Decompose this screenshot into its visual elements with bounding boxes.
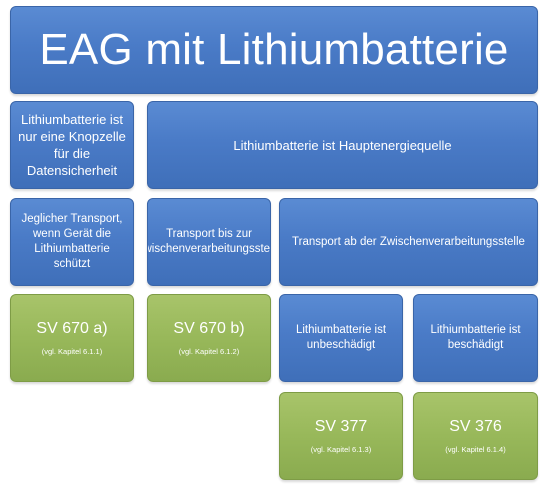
- result-sv670b-label: SV 670 b): [173, 320, 245, 337]
- result-sv376-ref: (vgl. Kapitel 6.1.4): [445, 445, 506, 454]
- result-sv376: SV 376 (vgl. Kapitel 6.1.4): [413, 392, 538, 480]
- result-sv670b: SV 670 b) (vgl. Kapitel 6.1.2): [147, 294, 271, 382]
- node-knopfzelle: Lithiumbatterie ist nur eine Knopzelle f…: [10, 101, 134, 189]
- node-transport-bis: Transport bis zur Zwischenverarbeitungss…: [147, 198, 271, 286]
- result-sv670a-ref: (vgl. Kapitel 6.1.1): [41, 347, 103, 356]
- node-jeglicher-transport: Jeglicher Transport, wenn Gerät die Lith…: [10, 198, 134, 286]
- node-beschaedigt: Lithiumbatterie ist beschädigt: [413, 294, 538, 382]
- result-sv377-label: SV 377: [314, 418, 368, 435]
- node-transport-ab: Transport ab der Zwischenverarbeitungsst…: [279, 198, 538, 286]
- node-transport-ab-text: Transport ab der Zwischenverarbeitungsst…: [292, 235, 525, 248]
- node-unbeschaedigt: Lithiumbatterie ist unbeschädigt: [279, 294, 403, 382]
- diagram-title: EAG mit Lithiumbatterie: [39, 25, 509, 74]
- result-sv377: SV 377 (vgl. Kapitel 6.1.3): [279, 392, 403, 480]
- result-sv670a: SV 670 a) (vgl. Kapitel 6.1.1): [10, 294, 134, 382]
- node-unbeschaedigt-text: Lithiumbatterie ist unbeschädigt: [295, 324, 387, 351]
- node-hauptenergiequelle: Lithiumbatterie ist Hauptenergiequelle: [147, 101, 538, 189]
- node-hauptenergiequelle-text: Lithiumbatterie ist Hauptenergiequelle: [233, 137, 452, 153]
- node-beschaedigt-text: Lithiumbatterie ist beschädigt: [430, 324, 521, 351]
- node-transport-bis-text: Transport bis zur Zwischenverarbeitungss…: [148, 228, 271, 255]
- result-sv670b-ref: (vgl. Kapitel 6.1.2): [178, 347, 240, 356]
- result-sv377-ref: (vgl. Kapitel 6.1.3): [310, 445, 372, 454]
- result-sv376-label: SV 376: [449, 418, 502, 435]
- node-jeglicher-transport-text: Jeglicher Transport, wenn Gerät die Lith…: [21, 213, 123, 270]
- result-sv670a-label: SV 670 a): [36, 320, 108, 337]
- diagram-title-box: EAG mit Lithiumbatterie: [10, 6, 538, 94]
- node-knopfzelle-text: Lithiumbatterie ist nur eine Knopzelle f…: [18, 112, 126, 178]
